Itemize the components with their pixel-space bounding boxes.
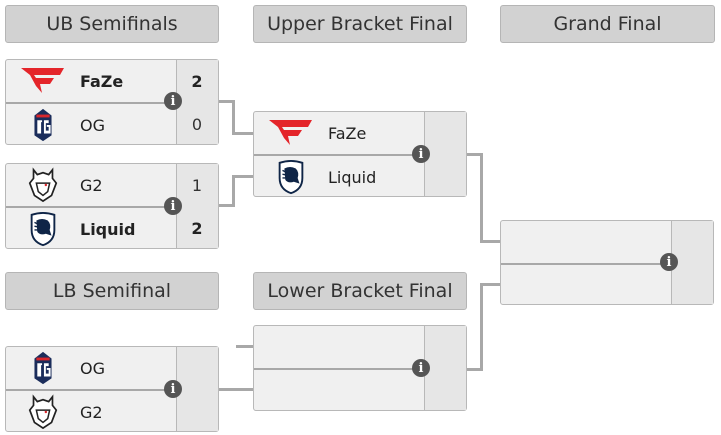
match-lb-semifinal[interactable]: OG G2	[5, 346, 219, 432]
team-name: FaZe	[80, 71, 124, 91]
g2-logo-icon	[6, 394, 80, 430]
team-name: OG	[80, 115, 105, 135]
liquid-logo-icon	[6, 211, 80, 247]
team-score: 2	[191, 218, 203, 238]
score-column	[176, 164, 218, 248]
score-column	[176, 347, 218, 431]
team-row[interactable]: FaZe	[6, 60, 123, 102]
connector-line	[219, 100, 234, 103]
header-label: LB Semifinal	[52, 280, 172, 302]
team-name: FaZe	[328, 123, 367, 143]
team-row-empty[interactable]	[254, 326, 426, 368]
connector-line	[232, 175, 253, 178]
match-info-icon[interactable]: i	[164, 380, 182, 398]
match-info-icon[interactable]: i	[412, 359, 430, 377]
g2-logo-icon	[6, 167, 80, 203]
team-row[interactable]: OG	[6, 347, 105, 389]
team-row[interactable]: FaZe	[254, 112, 366, 154]
team-name: OG	[80, 358, 105, 378]
header-upper-bracket-final: Upper Bracket Final	[253, 5, 467, 43]
team-name: G2	[80, 175, 103, 195]
connector-line	[232, 132, 253, 135]
team-name: G2	[80, 402, 103, 422]
match-lower-bracket-final[interactable]	[253, 325, 467, 411]
match-info-icon[interactable]: i	[164, 197, 182, 215]
match-grand-final[interactable]	[500, 220, 714, 305]
header-label: UB Semifinals	[46, 13, 178, 35]
match-info-icon[interactable]: i	[164, 92, 182, 110]
connector-line	[467, 153, 482, 156]
header-label: Upper Bracket Final	[267, 13, 453, 35]
header-grand-final: Grand Final	[500, 5, 715, 43]
og-logo-icon	[6, 350, 80, 386]
team-name: Liquid	[328, 167, 377, 187]
team-row[interactable]: Liquid	[254, 154, 426, 198]
score-column	[424, 112, 466, 196]
team-row[interactable]: G2	[6, 389, 178, 433]
match-upper-bracket-final[interactable]: FaZe Liquid	[253, 111, 467, 197]
connector-line	[467, 368, 482, 371]
connector-line	[236, 345, 253, 348]
team-score: 2	[191, 71, 203, 91]
score-column	[424, 326, 466, 410]
team-score: 0	[191, 114, 203, 134]
header-lb-semifinal: LB Semifinal	[5, 272, 219, 310]
header-ub-semifinals: UB Semifinals	[5, 5, 219, 43]
connector-line	[480, 153, 483, 242]
match-ub-semi-1[interactable]: FaZe 2 OG 0	[5, 59, 219, 145]
faze-logo-icon	[254, 118, 328, 148]
team-row[interactable]: OG	[6, 102, 178, 146]
liquid-logo-icon	[254, 159, 328, 195]
connector-line	[219, 204, 234, 207]
team-score: 1	[191, 175, 203, 195]
match-info-icon[interactable]: i	[660, 253, 678, 271]
connector-line	[219, 388, 253, 391]
connector-line	[480, 240, 500, 243]
team-row-empty[interactable]	[254, 368, 426, 412]
og-logo-icon	[6, 107, 80, 143]
team-row[interactable]: G2	[6, 164, 103, 206]
team-row-empty[interactable]	[501, 263, 673, 307]
connector-line	[480, 283, 500, 286]
match-ub-semi-2[interactable]: G2 1 Liquid 2	[5, 163, 219, 249]
team-row-empty[interactable]	[501, 221, 673, 263]
header-label: Grand Final	[553, 13, 662, 35]
connector-line	[232, 175, 235, 207]
header-lower-bracket-final: Lower Bracket Final	[253, 272, 467, 310]
team-row[interactable]: Liquid	[6, 206, 178, 250]
team-name: Liquid	[80, 219, 136, 239]
connector-line	[480, 283, 483, 371]
connector-line	[232, 100, 235, 134]
header-label: Lower Bracket Final	[267, 280, 453, 302]
match-info-icon[interactable]: i	[412, 145, 430, 163]
faze-logo-icon	[6, 66, 80, 96]
